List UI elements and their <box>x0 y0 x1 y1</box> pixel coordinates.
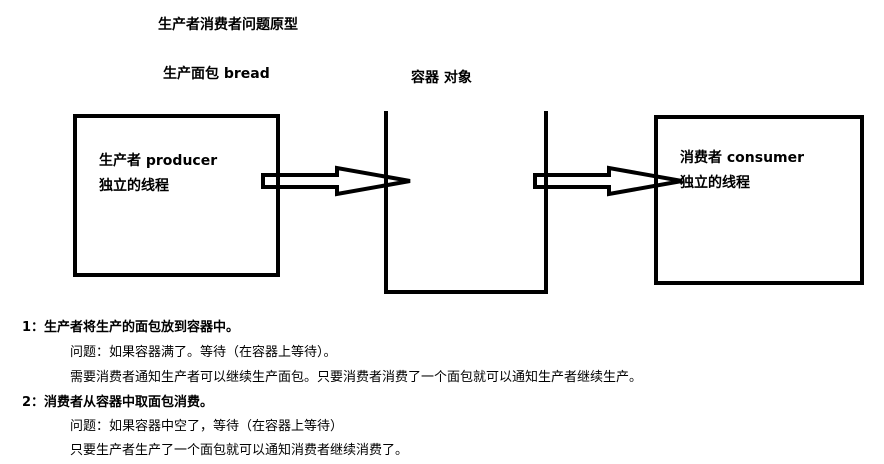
consumer-box <box>654 115 864 285</box>
note-2: 2：消费者从容器中取面包消费。 <box>22 395 214 410</box>
arrow-producer-to-container <box>261 165 411 197</box>
consumer-name: 消费者 consumer <box>680 150 805 166</box>
note-1: 1：生产者将生产的面包放到容器中。 <box>22 320 240 335</box>
container-shape <box>384 111 548 294</box>
diagram-title: 生产者消费者问题原型 <box>158 17 298 33</box>
note-1-question: 问题：如果容器满了。等待（在容器上等待）。 <box>70 345 337 360</box>
bread-label: 生产面包 bread <box>163 66 270 82</box>
producer-name: 生产者 producer <box>99 153 218 169</box>
note-2-answer: 只要生产者生产了一个面包就可以通知消费者继续消费了。 <box>70 443 409 458</box>
container-label: 容器 对象 <box>411 70 472 86</box>
producer-box <box>73 114 280 277</box>
consumer-desc: 独立的线程 <box>680 175 750 191</box>
producer-desc: 独立的线程 <box>99 178 169 194</box>
note-1-answer: 需要消费者通知生产者可以继续生产面包。只要消费者消费了一个面包就可以通知生产者继… <box>70 370 643 385</box>
arrow-container-to-consumer <box>533 165 683 197</box>
note-2-question: 问题：如果容器中空了，等待（在容器上等待） <box>70 419 344 434</box>
